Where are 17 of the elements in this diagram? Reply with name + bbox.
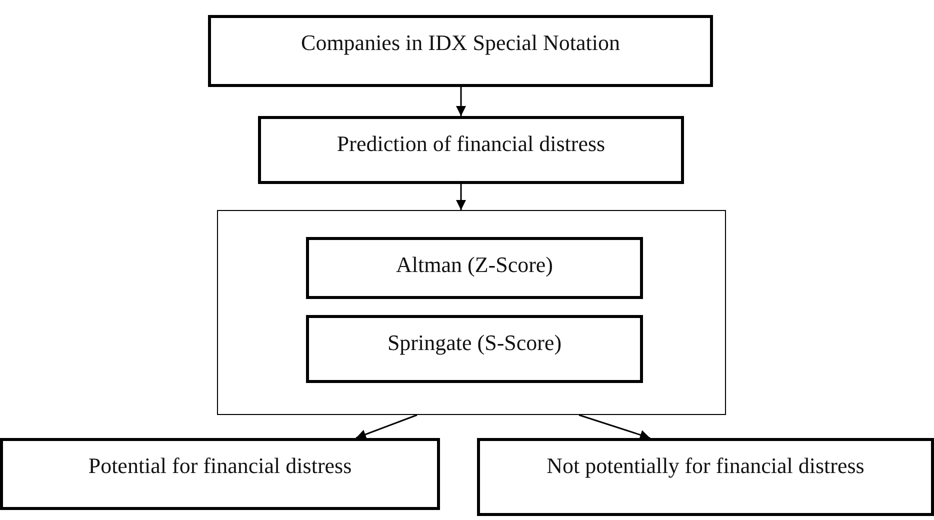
process-box (208, 15, 713, 87)
group-box (217, 210, 726, 415)
process-box (0, 438, 440, 510)
box-text: Potential for financial distress (88, 453, 352, 479)
process-box (258, 116, 684, 184)
box-text: Springate (S-Score) (387, 330, 562, 356)
arrow (356, 414, 418, 440)
arrow (578, 414, 650, 440)
process-box (306, 237, 643, 299)
arrow (456, 87, 466, 116)
process-box (477, 438, 934, 516)
arrow (456, 184, 466, 210)
box-text: Prediction of financial distress (336, 131, 606, 157)
box-text: Altman (Z-Score) (396, 252, 553, 278)
box-text: Not potentially for financial distress (546, 453, 864, 479)
box-text: Companies in IDX Special Notation (301, 30, 620, 56)
process-box (306, 315, 643, 383)
